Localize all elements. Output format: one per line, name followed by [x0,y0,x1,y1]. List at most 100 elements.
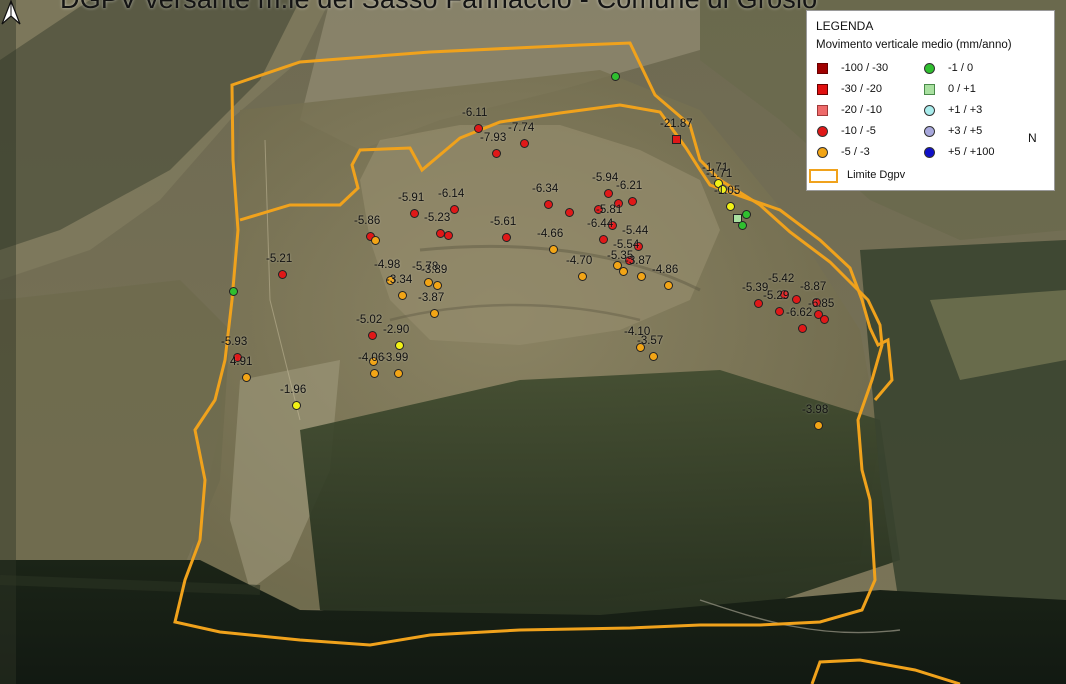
measurement-point[interactable] [627,196,637,206]
legend-swatch [817,126,828,137]
measurement-point[interactable] [277,269,287,279]
measurement-value-label: -5.39 [742,282,769,294]
measurement-value-label: -5.91 [398,192,425,204]
legend-swatch [924,126,935,137]
legend-item: -30 / -20 [817,82,917,96]
measurement-point[interactable] [725,201,735,211]
north-label: N [1028,131,1037,145]
measurement-value-label: -3.87 [625,255,652,267]
measurement-point[interactable] [291,400,301,410]
measurement-point[interactable] [548,244,558,254]
measurement-point[interactable] [598,234,608,244]
measurement-point[interactable] [543,199,553,209]
measurement-point[interactable] [491,148,501,158]
measurement-value-label: -6.11 [462,107,488,119]
measurement-value-label: -5.02 [356,314,383,326]
map-title: DGPV versante m.le del Sasso Farinaccio … [60,0,1040,15]
measurement-value-label: -4.10 [624,326,651,338]
measurement-point[interactable] [397,290,407,300]
measurement-point[interactable] [501,232,511,242]
measurement-point[interactable] [635,342,645,352]
measurement-point[interactable] [613,198,623,208]
measurement-value-label: -1.96 [280,384,307,396]
measurement-point[interactable] [813,309,823,319]
measurement-value-label: -5.61 [490,216,517,228]
measurement-point[interactable] [370,235,380,245]
measurement-point[interactable] [648,351,658,361]
measurement-value-label: -5.35 [607,250,634,262]
legend-item-label: -1 / 0 [948,62,974,74]
measurement-point[interactable] [393,368,403,378]
measurement-point[interactable] [577,271,587,281]
measurement-point[interactable] [443,230,453,240]
measurement-point[interactable] [241,372,251,382]
legend-swatch [924,147,935,158]
measurement-point[interactable] [779,289,789,299]
measurement-point[interactable] [473,123,483,133]
legend-swatch [924,105,935,116]
legend-item-label: -20 / -10 [841,104,882,116]
measurement-value-label: -21.87 [660,118,693,130]
measurement-point[interactable] [607,220,617,230]
measurement-point[interactable] [228,286,238,296]
measurement-point[interactable] [369,368,379,378]
legend-title: LEGENDA [816,19,874,33]
measurement-value-label: -6.44 [587,218,614,230]
measurement-point[interactable] [449,204,459,214]
measurement-value-label: -4.06 [358,352,385,364]
measurement-point[interactable] [232,352,242,362]
legend-panel: LEGENDA Movimento verticale medio (mm/an… [806,10,1055,191]
measurement-point[interactable] [633,241,643,251]
measurement-point[interactable] [612,260,622,270]
measurement-point[interactable] [813,420,823,430]
measurement-value-label: -3.98 [802,404,829,416]
measurement-point[interactable] [385,275,395,285]
measurement-point[interactable] [429,308,439,318]
measurement-value-label: -4.66 [537,228,564,240]
measurement-point[interactable] [741,209,751,219]
measurement-point[interactable] [423,277,433,287]
measurement-point[interactable] [432,280,442,290]
measurement-point[interactable] [593,204,603,214]
measurement-value-label: -6.62 [786,307,813,319]
measurement-value-label: -4.98 [374,259,401,271]
measurement-point[interactable] [519,138,529,148]
measurement-point[interactable] [409,208,419,218]
measurement-point[interactable] [368,356,378,366]
measurement-point[interactable] [367,330,377,340]
measurement-point[interactable] [663,280,673,290]
measurement-value-label: -5.29 [763,290,790,302]
measurement-point[interactable] [624,255,634,265]
legend-item-label: +3 / +5 [948,125,983,137]
measurement-point[interactable] [717,184,727,194]
legend-item-label: -10 / -5 [841,125,876,137]
measurement-point[interactable] [603,188,613,198]
measurement-point[interactable] [774,306,784,316]
legend-item: +1 / +3 [924,103,1044,117]
measurement-point[interactable] [618,266,628,276]
measurement-point[interactable] [737,220,747,230]
measurement-value-label: -3.34 [386,274,413,286]
measurement-value-label: -3.99 [382,352,409,364]
measurement-point[interactable] [791,294,801,304]
measurement-point[interactable] [819,314,829,324]
measurement-point[interactable] [753,298,763,308]
measurement-point[interactable] [671,134,681,144]
measurement-point[interactable] [564,207,574,217]
measurement-point[interactable] [732,213,742,223]
dgpv-boundary-inner [239,103,894,401]
legend-item: +5 / +100 [924,145,1044,159]
measurement-point[interactable] [394,340,404,350]
legend-swatch [817,147,828,158]
measurement-value-label: -1.71 [706,168,733,180]
legend-item: -20 / -10 [817,103,917,117]
legend-item-label: -30 / -20 [841,83,882,95]
measurement-point[interactable] [811,297,821,307]
measurement-point[interactable] [797,323,807,333]
measurement-point[interactable] [610,71,620,81]
measurement-value-label: -5.54 [613,239,640,251]
legend-item: -10 / -5 [817,124,917,138]
measurement-point[interactable] [636,271,646,281]
measurement-value-label: -5.93 [221,336,248,348]
